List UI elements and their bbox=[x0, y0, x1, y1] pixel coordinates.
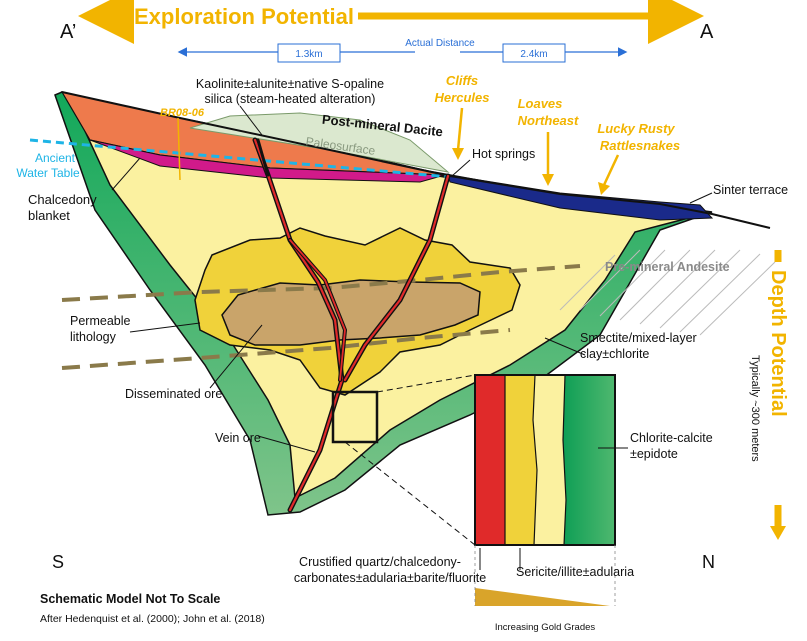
chalcedony-label-line2: blanket bbox=[28, 208, 70, 223]
vein-ore-label: Vein ore bbox=[215, 431, 261, 445]
smectite-label-line2: clay±chlorite bbox=[580, 347, 649, 361]
disseminated-ore-label: Disseminated ore bbox=[125, 387, 222, 401]
cliffs-target-line2: Hercules bbox=[435, 90, 490, 105]
lucky-target-line2: Rattlesnakes bbox=[600, 138, 680, 153]
sericite-label: Sericite/illite±adularia bbox=[516, 565, 634, 579]
depth-typical-note: Typically ~300 meters bbox=[749, 355, 761, 462]
feeder-veins bbox=[252, 137, 451, 513]
crustified-label-line2: carbonates±adularia±barite/fluorite bbox=[294, 571, 486, 585]
footer-credit: After Hedenquist et al. (2000); John et … bbox=[40, 613, 265, 625]
leader-lines bbox=[111, 105, 713, 570]
footer-title: Schematic Model Not To Scale bbox=[40, 592, 220, 606]
sinter-terrace-label: Sinter terrace bbox=[713, 183, 788, 197]
distance-right-value: 2.4km bbox=[520, 49, 547, 60]
water-table-label-line2: Water Table bbox=[16, 166, 80, 180]
ancient-water-table-line bbox=[29, 138, 451, 179]
ground-surface-line bbox=[61, 91, 771, 229]
target-arrows bbox=[456, 107, 620, 186]
pre-mineral-andesite-label: Pre-mineral Andesite bbox=[605, 260, 730, 274]
kaolinite-label-line1: Kaolinite±alunite±native S-opaline bbox=[196, 77, 384, 91]
chlorite-label-line1: Chlorite-calcite bbox=[630, 431, 713, 445]
drillhole-label: BR08-06 bbox=[160, 107, 205, 119]
exploration-potential-title: Exploration Potential bbox=[134, 4, 354, 29]
hot-springs-label: Hot springs bbox=[472, 147, 535, 161]
section-label-a-prime: A’ bbox=[60, 21, 76, 43]
water-table-label-line1: Ancient bbox=[35, 151, 76, 165]
actual-distance-label: Actual Distance bbox=[405, 38, 475, 49]
vein-zonation-inset bbox=[474, 374, 616, 546]
crustified-label-line1: Crustified quartz/chalcedony- bbox=[299, 555, 461, 569]
increasing-gold-label: Increasing Gold Grades bbox=[495, 622, 596, 633]
disseminated-ore-zone bbox=[221, 279, 481, 346]
permeable-label-line2: lithology bbox=[70, 330, 117, 344]
zoom-box bbox=[331, 390, 379, 444]
kaolinite-label-line2: silica (steam-heated alteration) bbox=[205, 92, 376, 106]
cliffs-target-line1: Cliffs bbox=[446, 73, 478, 88]
chlorite-label-line2: ±epidote bbox=[630, 447, 678, 461]
depth-potential-arrow bbox=[770, 250, 786, 540]
north-label: N bbox=[702, 552, 715, 572]
andesite-contact-lower bbox=[61, 328, 511, 370]
lucky-target-line1: Lucky Rusty bbox=[597, 121, 675, 136]
andesite-hatch bbox=[559, 249, 776, 336]
distance-bar bbox=[177, 43, 628, 63]
permeable-label-line1: Permeable bbox=[70, 314, 130, 328]
section-label-a: A bbox=[700, 21, 714, 43]
gold-grade-wedge bbox=[475, 588, 610, 606]
andesite-contact-upper bbox=[61, 264, 581, 302]
loaves-target-line2: Northeast bbox=[518, 113, 579, 128]
chalcedony-blanket-zone bbox=[89, 139, 446, 183]
chalcedony-label-line1: Chalcedony bbox=[28, 192, 97, 207]
depth-potential-title: Depth Potential bbox=[767, 270, 789, 417]
loaves-target-line1: Loaves bbox=[518, 96, 563, 111]
distance-left-value: 1.3km bbox=[295, 49, 322, 60]
south-label: S bbox=[52, 552, 64, 572]
smectite-label-line1: Smectite/mixed-layer bbox=[580, 331, 697, 345]
